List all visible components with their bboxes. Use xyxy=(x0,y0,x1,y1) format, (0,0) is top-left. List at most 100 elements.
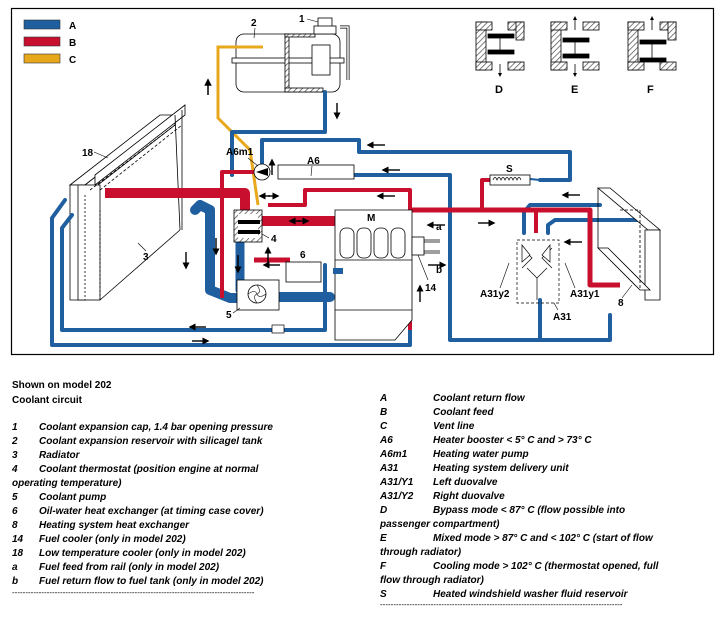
legend-item-continuation: operating temperature) xyxy=(12,478,122,489)
legend-item-text: Radiator xyxy=(39,450,80,461)
coolant-thermostat xyxy=(233,209,263,243)
legend-item: 6 Oil-water heat exchanger (at timing cas… xyxy=(12,505,352,519)
label-b: b xyxy=(436,265,442,276)
legend-item-key: 18 xyxy=(12,548,24,559)
legend-item-key: 6 xyxy=(12,506,18,517)
legend-key-b: B xyxy=(69,38,76,49)
legend-item: 4 Coolant thermostat (position engine at … xyxy=(12,463,352,477)
label-m: M xyxy=(367,213,375,224)
legend-item-key: A xyxy=(380,393,388,404)
separator-left: ----------------------------------------… xyxy=(12,588,255,597)
legend-item-key: 4 xyxy=(12,464,18,475)
legend-item: 3 Radiator xyxy=(12,449,352,463)
legend-item: A31/Y2 Right duovalve xyxy=(380,490,720,504)
legend-item-key: a xyxy=(12,562,18,573)
flow-arrows xyxy=(182,103,582,345)
label-d: D xyxy=(495,84,503,96)
legend-item-text: Heating water pump xyxy=(433,449,529,460)
coolant-circuit-diagram: A B C 18 3 1 2 xyxy=(10,7,715,356)
legend-item-text: Right duovalve xyxy=(433,491,505,502)
component-legend: 1 Coolant expansion cap, 1.4 bar opening … xyxy=(12,421,352,589)
label-6: 6 xyxy=(300,250,306,261)
legend-item-text: Coolant thermostat (position engine at n… xyxy=(39,464,259,475)
coolant-pump xyxy=(236,279,280,311)
legend-item: 14 Fuel cooler (only in model 202) xyxy=(12,533,352,547)
legend-item: A6 Heater booster < 5° C and > 73° C xyxy=(380,434,720,448)
legend-item-key: A6 xyxy=(380,435,393,446)
label-1: 1 xyxy=(299,14,305,25)
washer-fluid-reservoir xyxy=(489,174,531,186)
label-2: 2 xyxy=(251,18,257,29)
legend-item-text: Heater booster < 5° C and > 73° C xyxy=(433,435,592,446)
caption-model: Shown on model 202 xyxy=(12,380,112,391)
legend-item-continuation: passenger compartment) xyxy=(380,519,500,530)
legend-item: a Fuel feed from rail (only in model 202) xyxy=(12,561,352,575)
legend-item-key: F xyxy=(380,561,387,572)
heating-delivery-unit xyxy=(516,239,560,304)
legend-item-key: C xyxy=(380,421,388,432)
label-3: 3 xyxy=(143,252,149,263)
vent-line xyxy=(216,45,263,206)
legend-item-text: Fuel cooler (only in model 202) xyxy=(39,534,186,545)
legend-swatch-c xyxy=(23,53,61,64)
legend-item: E Mixed mode > 87° C and < 102° C (start … xyxy=(380,532,720,546)
label-a6: A6 xyxy=(307,156,320,167)
label-8: 8 xyxy=(618,298,624,309)
legend-item-key: D xyxy=(380,505,388,516)
heater-booster xyxy=(277,164,355,180)
label-a31y2: A31y2 xyxy=(480,289,510,300)
legend-item-key: 1 xyxy=(12,422,18,433)
separator-right: ----------------------------------------… xyxy=(380,600,623,609)
legend-item-text: Vent line xyxy=(433,421,475,432)
legend-item: 1 Coolant expansion cap, 1.4 bar opening … xyxy=(12,421,352,435)
legend-item-text: Oil-water heat exchanger (at timing case… xyxy=(39,506,264,517)
legend-item: F Cooling mode > 102° C (thermostat opene… xyxy=(380,560,720,574)
legend-item-continuation: through radiator) xyxy=(380,547,462,558)
legend-item-key: A31/Y2 xyxy=(380,491,414,502)
legend-item-text: Cooling mode > 102° C (thermostat opened… xyxy=(433,561,659,572)
legend-key-c: C xyxy=(69,55,76,66)
legend-item-key: S xyxy=(380,589,387,600)
legend-swatch-b xyxy=(23,36,61,47)
radiator-assembly xyxy=(68,104,186,301)
engine xyxy=(333,209,413,341)
legend-item-text: Fuel feed from rail (only in model 202) xyxy=(39,562,220,573)
label-a31: A31 xyxy=(553,312,572,323)
legend-item-key: E xyxy=(380,533,387,544)
label-14: 14 xyxy=(425,283,437,294)
label-a31y1: A31y1 xyxy=(570,289,600,300)
label-f: F xyxy=(647,84,654,96)
legend-item-key: 3 xyxy=(12,450,18,461)
label-4: 4 xyxy=(271,234,277,245)
legend-item: A6m1 Heating water pump xyxy=(380,448,720,462)
legend-item-key: 2 xyxy=(12,436,18,447)
legend-item-key: A31 xyxy=(380,463,399,474)
caption-title: Coolant circuit xyxy=(12,395,83,406)
legend-item-text: Mixed mode > 87° C and < 102° C (start o… xyxy=(433,533,653,544)
legend-item-key: 14 xyxy=(12,534,24,545)
legend-item-key: A6m1 xyxy=(380,449,408,460)
caption: Shown on model 202 Coolant circuit xyxy=(12,378,111,408)
legend-item-text: Heating system delivery unit xyxy=(433,463,569,474)
legend-item-key: 8 xyxy=(12,520,18,531)
legend-key-a: A xyxy=(69,21,76,32)
label-a6m1: A6m1 xyxy=(226,147,254,158)
oil-water-heat-exchanger xyxy=(285,261,322,283)
legend-item-text: Coolant pump xyxy=(39,492,107,503)
thermostat-mode-d xyxy=(475,21,525,77)
legend-item-text: Coolant expansion cap, 1.4 bar opening p… xyxy=(39,422,273,433)
legend-item-text: Coolant feed xyxy=(433,407,494,418)
flow-legend: A B C xyxy=(23,19,76,66)
thermostat-mode-f xyxy=(627,16,677,71)
legend-item-text: Bypass mode < 87° C (flow possible into xyxy=(433,505,626,516)
label-5: 5 xyxy=(226,310,232,321)
